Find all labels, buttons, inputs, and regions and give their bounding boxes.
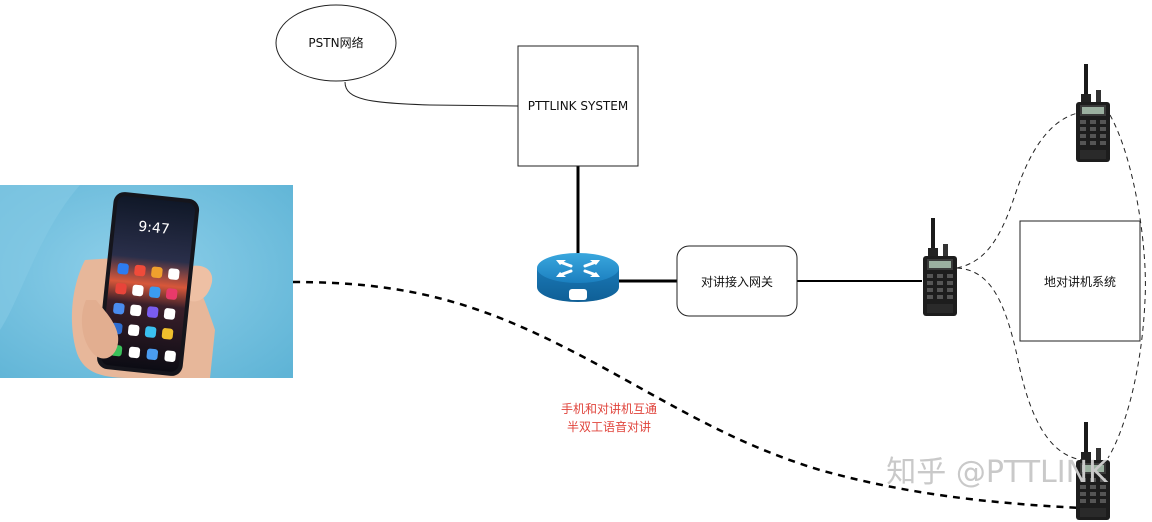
pstn-network-node (275, 4, 397, 82)
smartphone-photo: 9:47 (0, 185, 293, 378)
walkie-talkie-icon-bottom (1076, 422, 1110, 520)
gateway-node (676, 245, 798, 317)
top-to-bottom-radio-link (1107, 114, 1146, 459)
walkie-talkie-icon-top (1076, 64, 1110, 162)
radio-to-top-radio-link (956, 111, 1083, 269)
pstn-network-label: PSTN网络 (308, 35, 363, 50)
svg-text:9:47: 9:47 (137, 219, 170, 238)
pstn-to-system-connector (344, 81, 519, 107)
radio-system-label: 地对讲机系统 (1044, 274, 1116, 289)
link-annotation-line1: 手机和对讲机互通 (561, 401, 657, 416)
phone-radio-wireless-link (292, 280, 1081, 510)
radio-to-bottom-radio-link (956, 267, 1083, 461)
link-annotation-line2: 半双工语音对讲 (567, 419, 651, 434)
pttlink-system-node (517, 45, 639, 167)
pttlink-system-label: PTTLINK SYSTEM (528, 99, 628, 113)
watermark-text: 知乎 @PTTLINK (886, 455, 1109, 490)
router-icon (537, 253, 619, 302)
gateway-label: 对讲接入网关 (701, 274, 773, 289)
radio-system-node (1019, 220, 1141, 342)
walkie-talkie-icon-middle (923, 218, 957, 316)
